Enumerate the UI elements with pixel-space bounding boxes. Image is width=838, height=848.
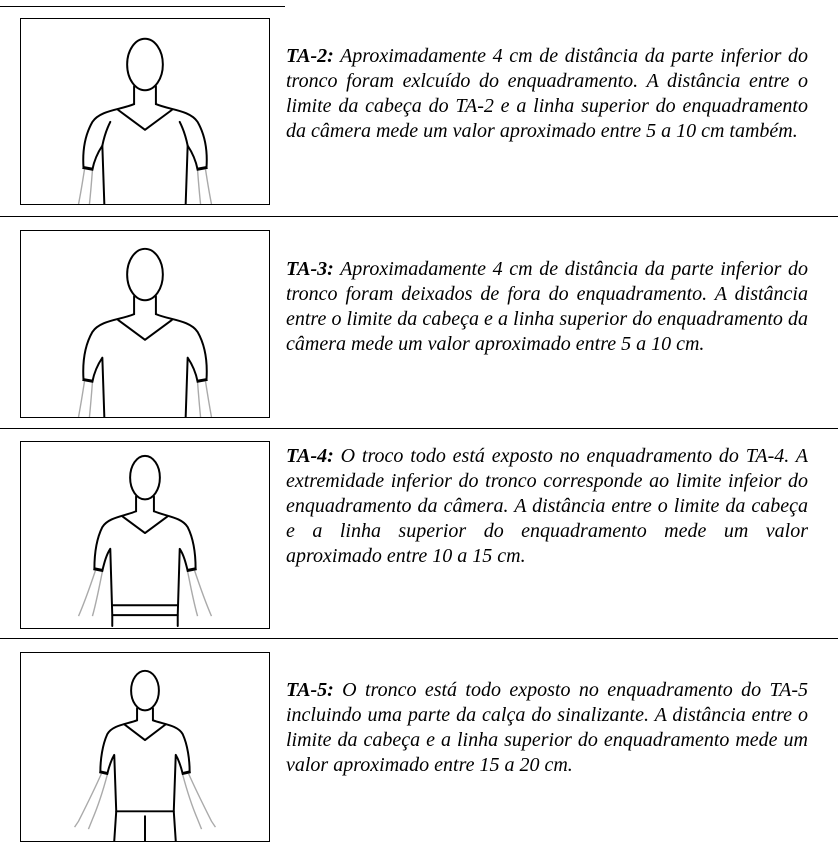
text-ta5: O tronco está todo exposto no enquadrame…: [286, 679, 808, 776]
camera-frame-ta5: [20, 652, 270, 842]
label-ta4: TA-4:: [286, 445, 334, 467]
text-ta4: O troco todo está exposto no enquadramen…: [286, 445, 808, 567]
torso-silhouette-icon: [73, 669, 217, 841]
label-ta5: TA-5:: [286, 679, 334, 701]
row-divider: [0, 428, 838, 429]
description-ta4: TA-4: O troco todo está exposto no enqua…: [286, 444, 808, 569]
row-divider: [0, 216, 838, 217]
camera-frame-ta4: [20, 441, 270, 629]
camera-frame-ta3: [20, 230, 270, 418]
torso-silhouette-icon: [77, 37, 213, 204]
camera-frame-ta2: [20, 18, 270, 205]
label-ta3: TA-3:: [286, 258, 334, 280]
text-ta3: Aproximadamente 4 cm de distância da par…: [286, 258, 809, 355]
torso-silhouette-icon: [77, 454, 213, 628]
row-divider: [0, 638, 838, 639]
description-ta2: TA-2: Aproximadamente 4 cm de distância …: [286, 44, 808, 144]
top-rule: [0, 6, 285, 7]
description-ta3: TA-3: Aproximadamente 4 cm de distância …: [286, 257, 808, 357]
label-ta2: TA-2:: [286, 45, 334, 67]
description-ta5: TA-5: O tronco está todo exposto no enqu…: [286, 678, 808, 778]
torso-silhouette-icon: [77, 247, 213, 417]
text-ta2: Aproximadamente 4 cm de distância da par…: [286, 45, 809, 142]
